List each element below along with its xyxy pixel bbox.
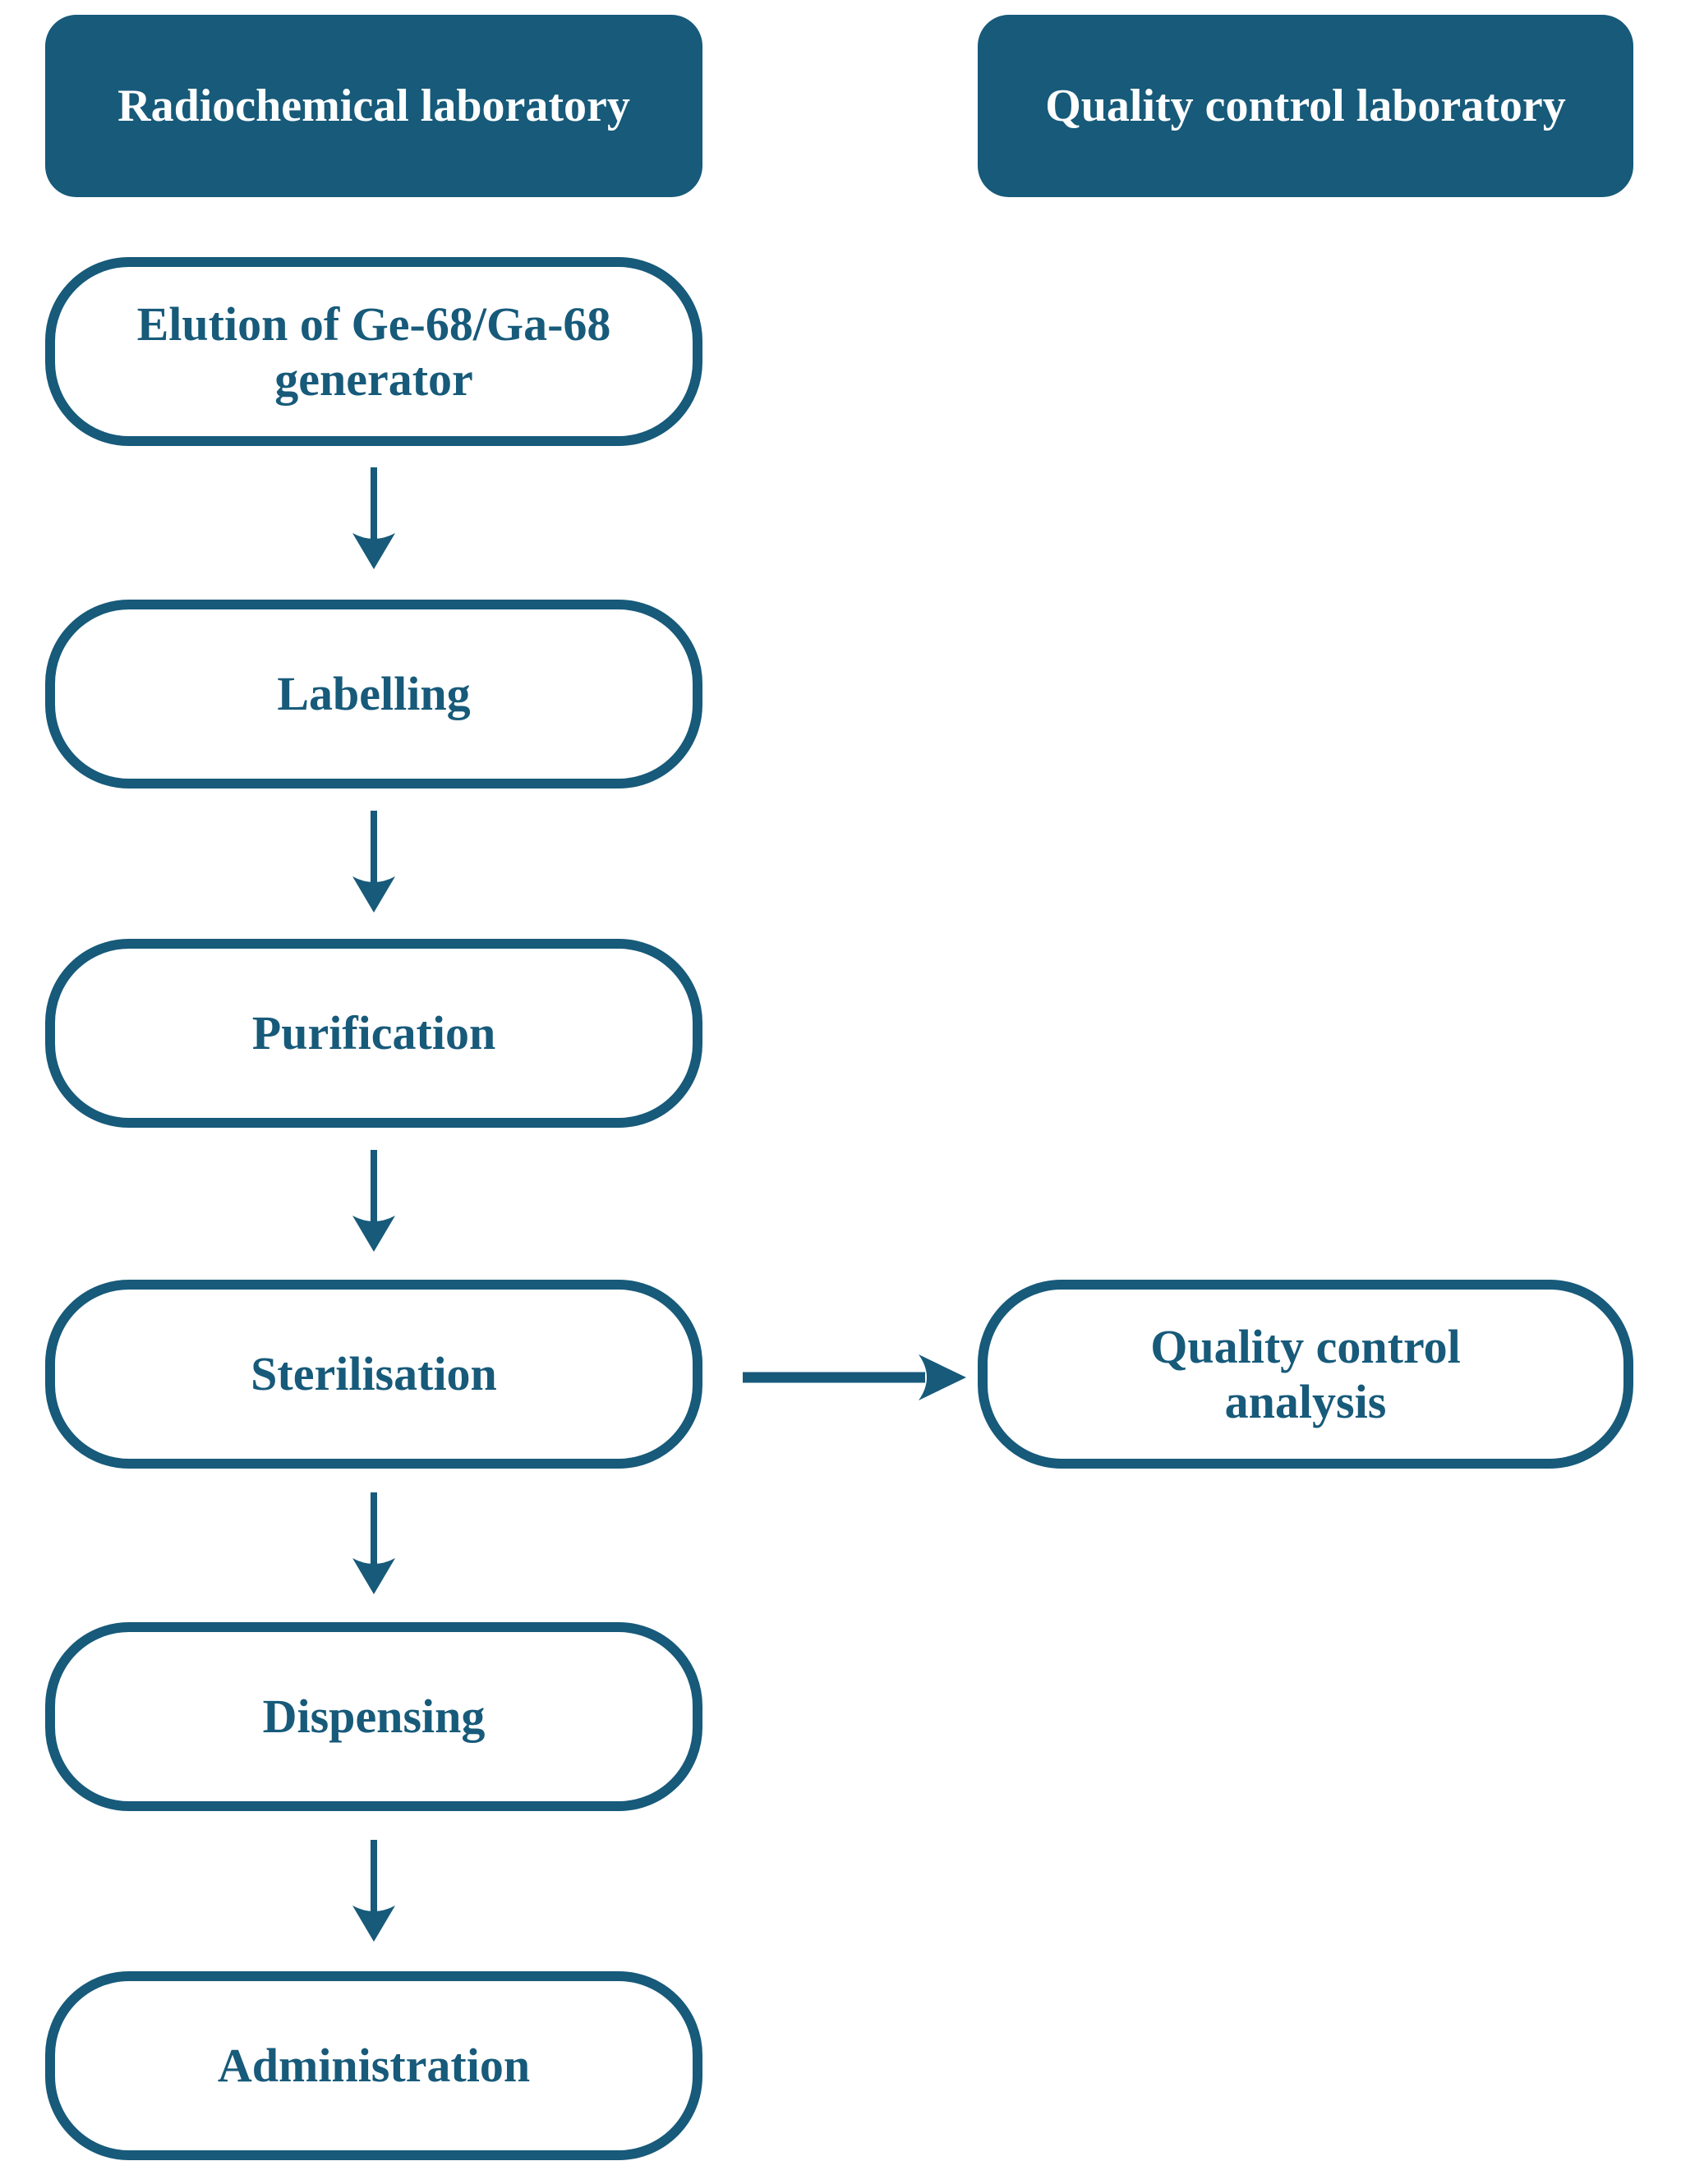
header-radiochemical-laboratory: Radiochemical laboratory — [45, 15, 702, 197]
node-label: Quality control analysis — [1150, 1319, 1461, 1428]
node-dispensing: Dispensing — [45, 1622, 702, 1811]
arrow-down-icon — [352, 1840, 395, 1942]
arrow-right-icon — [743, 1354, 966, 1400]
node-quality-control-analysis: Quality control analysis — [978, 1280, 1633, 1469]
header-quality-control-laboratory: Quality control laboratory — [978, 15, 1633, 197]
arrow-down-icon — [352, 1150, 395, 1252]
node-labelling: Labelling — [45, 600, 702, 789]
node-label: Sterilisation — [251, 1347, 497, 1401]
node-label: Labelling — [277, 667, 471, 721]
node-label: Dispensing — [262, 1690, 486, 1744]
node-sterilisation: Sterilisation — [45, 1280, 702, 1469]
node-label: Elution of Ge-68/Ga-68 generator — [136, 297, 611, 406]
node-label: Purification — [251, 1006, 496, 1060]
node-administration: Administration — [45, 1971, 702, 2160]
arrow-down-icon — [352, 811, 395, 913]
arrow-down-icon — [352, 467, 395, 569]
node-label: Administration — [217, 2039, 531, 2093]
node-elution-generator: Elution of Ge-68/Ga-68 generator — [45, 257, 702, 446]
arrow-down-icon — [352, 1492, 395, 1594]
node-purification: Purification — [45, 939, 702, 1128]
